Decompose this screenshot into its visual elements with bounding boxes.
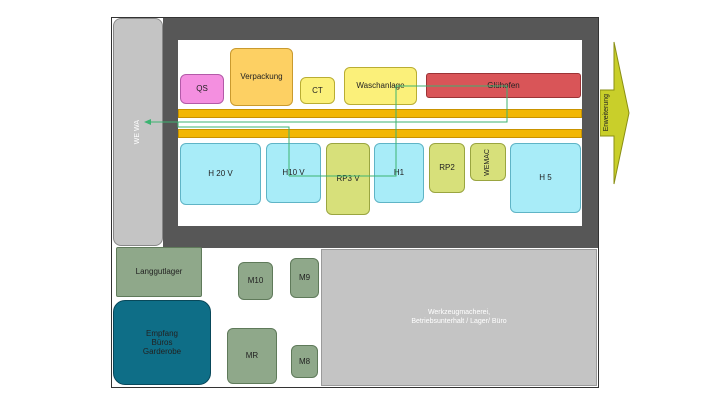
zone-verpackung-label: Verpackung	[240, 72, 283, 82]
zone-langgutlager[interactable]: Langgutlager	[116, 247, 202, 297]
zone-waschanlage[interactable]: Waschanlage	[344, 67, 417, 105]
zone-waschanlage-label: Waschanlage	[356, 81, 405, 91]
zone-werkzeugmacherei-label: Werkzeugmacherei, Betriebsunterhalt / La…	[411, 309, 507, 325]
zone-h10v[interactable]: H10 V	[266, 143, 321, 203]
zone-m10-label: M10	[247, 276, 264, 286]
zone-wemac-label: WEMAC	[483, 148, 491, 176]
zone-h1[interactable]: H1	[374, 143, 424, 203]
zone-rp3v[interactable]: RP3 V	[326, 143, 370, 215]
zone-m9[interactable]: M9	[290, 258, 319, 298]
erweiterung-label-wrap: Erweiterung	[600, 90, 615, 136]
zone-rp2[interactable]: RP2	[429, 143, 465, 193]
zone-h20v-label: H 20 V	[208, 169, 233, 179]
erweiterung-label: Erweiterung	[603, 94, 611, 132]
zone-gluehofen[interactable]: Glühofen	[426, 73, 581, 98]
zone-verpackung[interactable]: Verpackung	[230, 48, 293, 106]
zone-h1-label: H1	[393, 168, 405, 178]
zone-empfang-label: Empfang Büros Garderobe	[142, 328, 182, 357]
zone-wemac[interactable]: WEMAC	[470, 143, 506, 181]
zone-qs-label: QS	[196, 84, 208, 94]
zone-gluehofen-label: Glühofen	[487, 80, 520, 90]
zone-qs[interactable]: QS	[180, 74, 224, 104]
zone-m8-label: M8	[298, 356, 311, 366]
zone-werkzeugmacherei[interactable]: Werkzeugmacherei, Betriebsunterhalt / La…	[321, 249, 597, 386]
zone-rp3v-label: RP3 V	[336, 174, 360, 184]
zone-we-wa[interactable]: WE WA	[113, 18, 163, 246]
zone-m9-label: M9	[298, 273, 311, 283]
zone-h5[interactable]: H 5	[510, 143, 581, 213]
zone-m8[interactable]: M8	[291, 345, 318, 378]
zone-rp2-label: RP2	[439, 163, 455, 173]
zone-h20v[interactable]: H 20 V	[180, 143, 261, 205]
erweiterung-arrow[interactable]	[600, 40, 630, 186]
zone-mr[interactable]: MR	[227, 328, 277, 384]
zone-ct-label: CT	[312, 85, 323, 95]
zone-langgutlager-label: Langgutlager	[135, 267, 183, 277]
zone-we-wa-label: WE WA	[133, 119, 141, 145]
transport-lane-upper	[178, 109, 582, 118]
transport-lane-lower	[178, 129, 582, 138]
zone-ct[interactable]: CT	[300, 77, 335, 104]
zone-h10v-label: H10 V	[282, 168, 305, 178]
zone-h5-label: H 5	[539, 173, 552, 183]
zone-empfang[interactable]: Empfang Büros Garderobe	[113, 300, 211, 385]
zone-mr-label: MR	[245, 351, 259, 361]
zone-m10[interactable]: M10	[238, 262, 273, 300]
